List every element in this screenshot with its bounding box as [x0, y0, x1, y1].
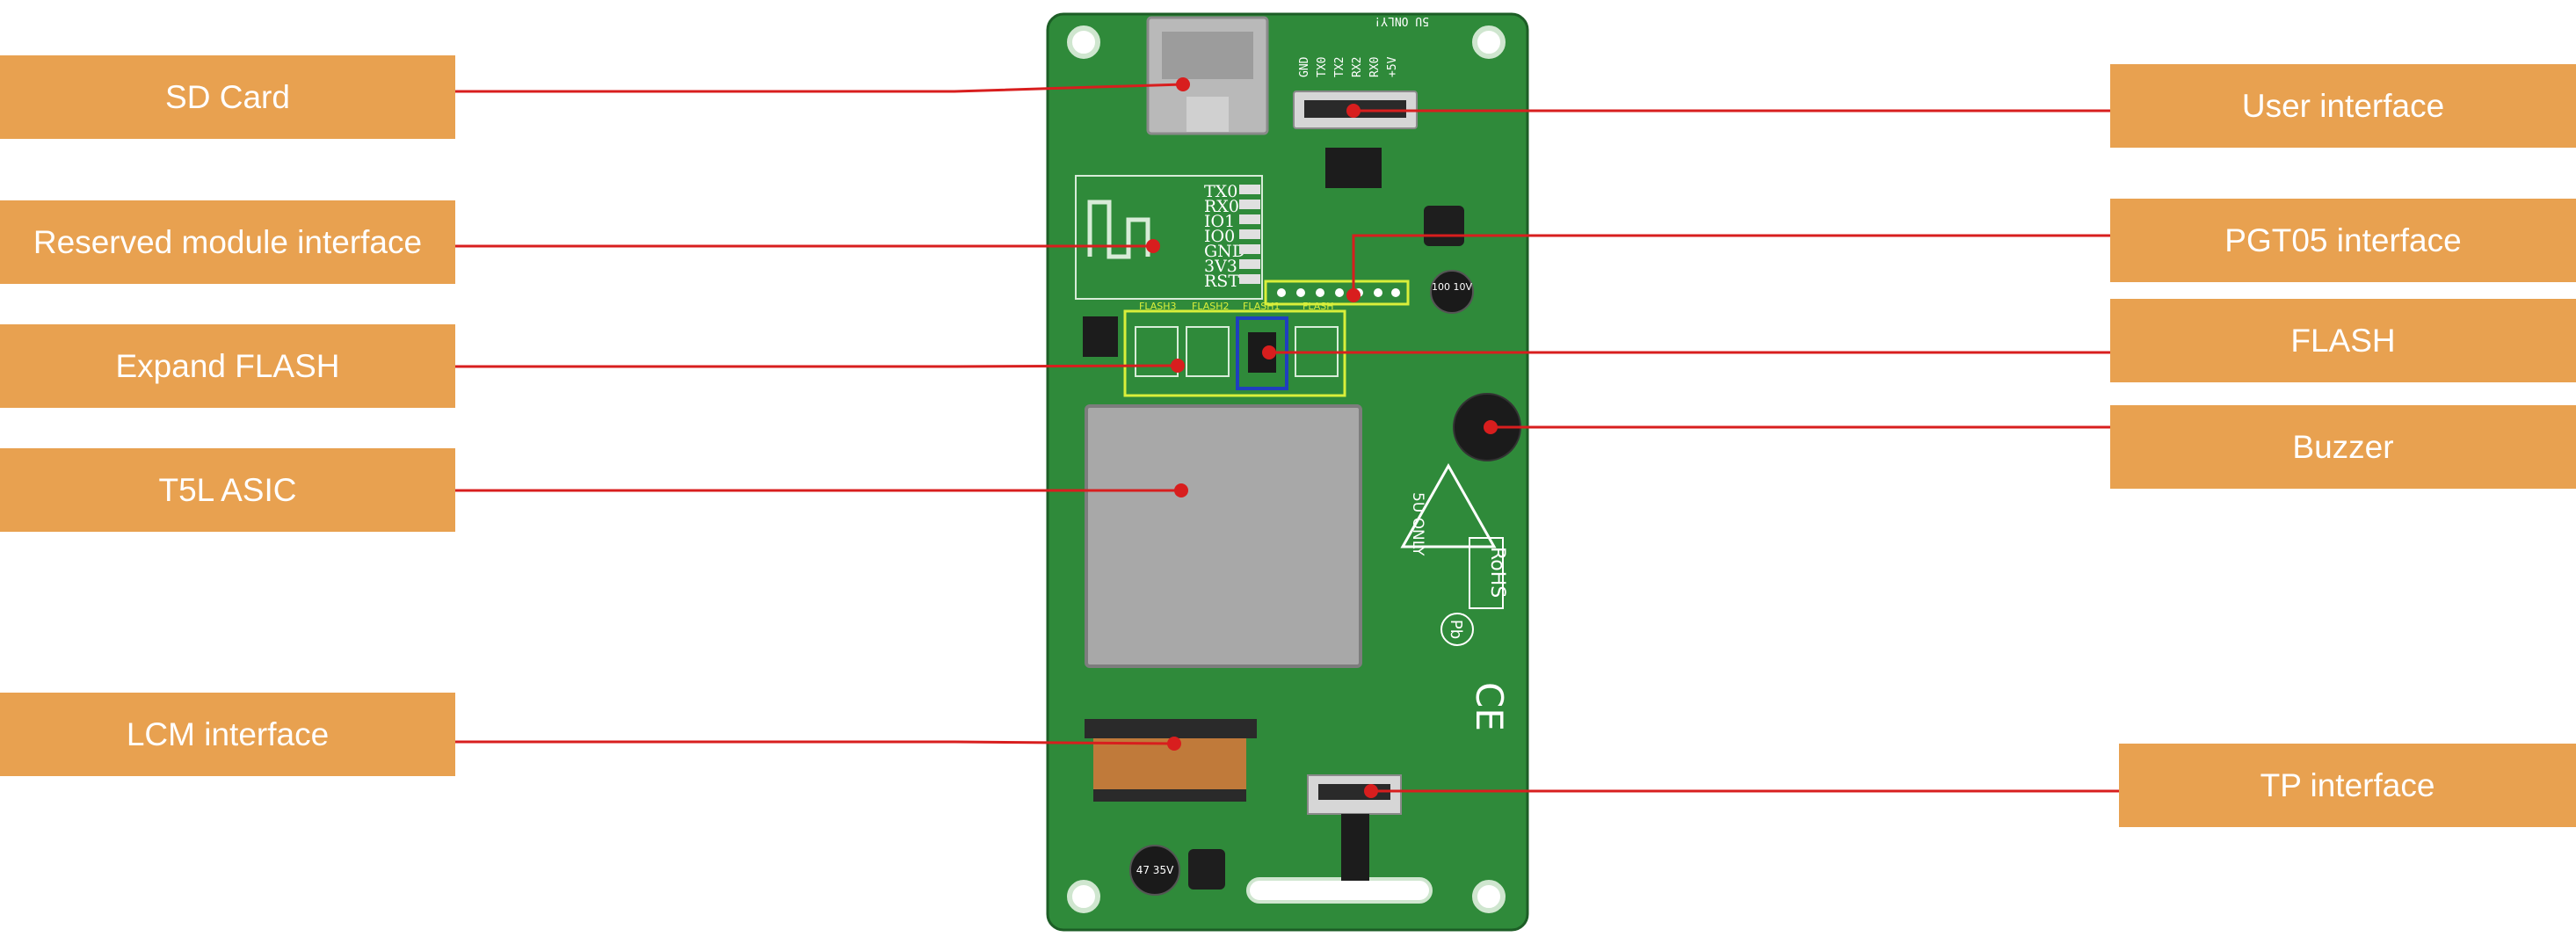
pin-label: TX0: [1316, 57, 1329, 77]
leader-lines: [455, 83, 2119, 793]
pin-label: 3V3: [1204, 257, 1237, 276]
sd-card-slot: [1146, 16, 1269, 135]
flash-slot-labels: FLASH3 FLASH2 FLASH1 FLASH: [1139, 301, 1334, 312]
pin-label: GND: [1204, 242, 1245, 261]
rohs-mark: RoHS: [1486, 547, 1508, 598]
pin-label: RST: [1204, 272, 1239, 291]
pb-free-mark: [1440, 613, 1474, 646]
flash-slot-label: FLASH3: [1139, 301, 1177, 312]
label-buzzer: Buzzer: [2110, 405, 2576, 489]
ce-mark: CE: [1468, 682, 1511, 731]
user-interface-pin-labels: GND TX0 TX2 RX2 RX0 +5V: [1298, 56, 1399, 77]
flash-slot-label: FLASH1: [1243, 301, 1281, 312]
mounting-holes: [1067, 25, 1506, 913]
lcm-connector: [1085, 719, 1257, 802]
pin-label: GND: [1298, 56, 1311, 77]
capacitor-top: 100 10V: [1430, 270, 1474, 314]
board-slot: [1246, 877, 1433, 904]
pin-label: IO1: [1204, 212, 1235, 231]
reserved-module-area: [1075, 175, 1263, 300]
pin-label: TX0: [1204, 182, 1237, 201]
svg-text:47 35V: 47 35V: [1136, 864, 1174, 876]
warning-triangle: [1400, 462, 1497, 548]
module-pin-labels: TX0 RX0 IO1 IO0 GND 3V3 RST: [1204, 182, 1245, 291]
label-pgt05-interface: PGT05 interface: [2110, 199, 2576, 282]
label-tp-interface: TP interface: [2119, 744, 2576, 827]
label-flash: FLASH: [2110, 299, 2576, 382]
flash-slot-label: FLASH: [1303, 301, 1334, 312]
svg-text:Pb: Pb: [1447, 620, 1465, 639]
pin-label: +5V: [1386, 56, 1399, 77]
label-t5l-asic: T5L ASIC: [0, 448, 455, 532]
leader-dots: [1146, 77, 1498, 798]
capacitor-bottom: 47 35V: [1129, 845, 1180, 896]
silkscreen-5v-only-side: 5U ONLY: [1409, 492, 1426, 556]
rohs-box: [1469, 537, 1504, 609]
pin-label: RX2: [1351, 57, 1364, 77]
label-sd-card: SD Card: [0, 55, 455, 139]
module-pads: [1239, 185, 1260, 284]
silkscreen-5v-only-top: 5U ONLY!: [1374, 14, 1429, 27]
small-ic: [1083, 316, 1118, 357]
label-lcm-interface: LCM interface: [0, 693, 455, 776]
label-reserved-module-interface: Reserved module interface: [0, 200, 455, 284]
pin-label: TX2: [1333, 57, 1346, 77]
asic-shield: [1085, 404, 1362, 668]
pin-label: IO0: [1204, 227, 1235, 246]
pin-label: RX0: [1204, 197, 1239, 216]
svg-text:100 10V: 100 10V: [1432, 281, 1472, 293]
inductor: [1424, 206, 1464, 246]
pgt05-header: [1264, 280, 1410, 306]
pin-label: RX0: [1368, 57, 1382, 77]
flash-slot-label: FLASH2: [1192, 301, 1230, 312]
label-expand-flash: Expand FLASH: [0, 324, 455, 408]
inductor-bottom: [1188, 849, 1225, 890]
label-user-interface: User interface: [2110, 64, 2576, 148]
